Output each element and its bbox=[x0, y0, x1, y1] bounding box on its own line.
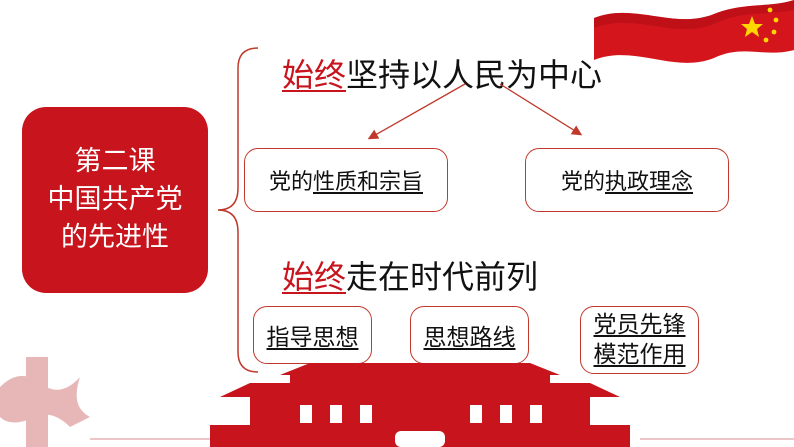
node-member-line2: 模范作用 bbox=[593, 342, 686, 368]
node-ideological-line: 思想路线 bbox=[410, 306, 529, 364]
heading-people-centered: 始终坚持以人民为中心 bbox=[282, 50, 602, 96]
node-concept-underlined: 执政理念 bbox=[605, 170, 694, 195]
heading1-highlight: 始终 bbox=[282, 56, 347, 94]
lesson-title-line3: 的先进性 bbox=[61, 222, 169, 253]
heading1-rest: 坚持以人民为中心 bbox=[346, 56, 603, 94]
flag-decoration bbox=[594, 0, 794, 63]
node-nature-underlined: 性质和宗旨 bbox=[313, 170, 424, 195]
arrows-connector bbox=[367, 83, 583, 140]
heading-forefront-of-times: 始终走在时代前列 bbox=[282, 252, 538, 298]
node-member-line1: 党员先锋 bbox=[593, 312, 686, 338]
lesson-title-line1: 第二课 bbox=[74, 146, 156, 177]
bracket-connector bbox=[217, 47, 259, 373]
heading2-highlight: 始终 bbox=[282, 258, 347, 296]
lesson-title-box: 第二课 中国共产党 的先进性 bbox=[22, 107, 208, 293]
lesson-title-line2: 中国共产党 bbox=[47, 184, 183, 215]
node-party-member-role: 党员先锋 模范作用 bbox=[580, 306, 699, 374]
node-thought-label: 指导思想 bbox=[266, 325, 359, 351]
node-line-label: 思想路线 bbox=[423, 325, 516, 351]
node-governing-concept: 党的执政理念 bbox=[525, 148, 729, 212]
node-concept-prefix: 党的 bbox=[560, 170, 605, 195]
tiananmen-decoration bbox=[0, 357, 794, 447]
node-party-nature: 党的性质和宗旨 bbox=[244, 148, 448, 212]
node-nature-prefix: 党的 bbox=[268, 170, 313, 195]
node-guiding-thought: 指导思想 bbox=[253, 306, 372, 364]
heading2-rest: 走在时代前列 bbox=[346, 258, 539, 296]
